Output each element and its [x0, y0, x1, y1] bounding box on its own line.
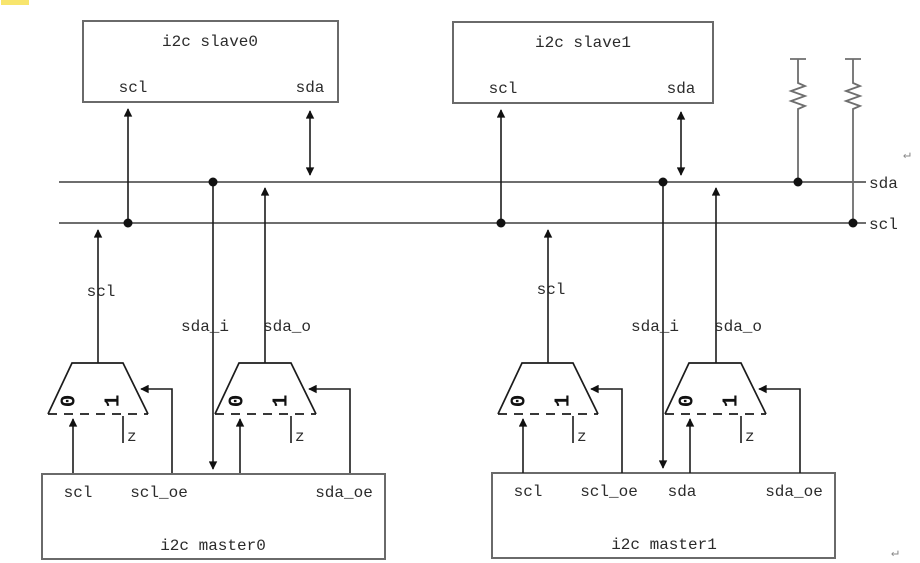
master0-scl-z-label: z — [127, 428, 137, 446]
master1-sda-i-net-label: sda_i — [631, 318, 679, 336]
master0-box — [41, 473, 386, 560]
master1-block: i2c master1 scl scl_oe sda sda_oe 0 1 z … — [491, 177, 836, 559]
junction-dot — [208, 177, 218, 187]
master1-sda-mux-in0-label: 0 — [677, 395, 700, 408]
master0-sda-o-net-label: sda_o — [263, 318, 311, 336]
master0-sda-z-label: z — [295, 428, 305, 446]
slave1-title: i2c slave1 — [535, 34, 631, 52]
slave0-block: i2c slave0 scl sda — [82, 20, 339, 228]
master1-scl-z-label: z — [577, 428, 587, 446]
master0-sda-oe-pin-label: sda_oe — [315, 484, 373, 502]
master0-scl-oe-pin-label: scl_oe — [130, 484, 188, 502]
junction-dot — [658, 177, 668, 187]
master0-scl-net-label: scl — [87, 283, 116, 301]
junction-dot — [793, 177, 803, 187]
master0-title: i2c master0 — [160, 537, 266, 555]
master1-sda-oe-select-wire — [758, 384, 801, 473]
return-mark: ↵ — [903, 147, 911, 162]
scl-bus-label: scl — [869, 216, 898, 234]
junction-dot — [123, 218, 133, 228]
slave0-scl-pin-label: scl — [119, 79, 148, 97]
sda-bus-label: sda — [869, 175, 898, 193]
master1-scl-mux-in0-label: 0 — [509, 395, 532, 408]
master1-scl-oe-select-wire — [590, 384, 623, 473]
highlight-marker — [1, 0, 29, 5]
slave1-block: i2c slave1 scl sda — [452, 21, 714, 228]
slave1-box — [452, 21, 714, 104]
master0-sda-oe-select-wire — [308, 384, 351, 473]
master1-scl-net-label: scl — [537, 281, 566, 299]
master1-scl-mux-in1-label: 1 — [553, 395, 576, 408]
master1-sda-z-label: z — [745, 428, 755, 446]
master1-sda-oe-pin-label: sda_oe — [765, 483, 823, 501]
master0-sda-mux-in1-label: 1 — [271, 395, 294, 408]
master0-scl-mux-in0-label: 0 — [59, 395, 82, 408]
slave0-box — [82, 20, 339, 103]
master1-title: i2c master1 — [611, 536, 717, 554]
junction-dot — [848, 218, 858, 228]
slave0-sda-pin-label: sda — [296, 79, 325, 97]
master1-sda-pin-label: sda — [668, 483, 697, 501]
master1-sda-mux-in1-label: 1 — [721, 395, 744, 408]
master1-box — [491, 472, 836, 559]
master0-block: i2c master0 scl scl_oe sda_oe 0 1 z scl … — [41, 177, 386, 560]
master0-sda-mux-in0-label: 0 — [227, 395, 250, 408]
master0-sda-i-net-label: sda_i — [181, 318, 229, 336]
master1-scl-oe-pin-label: scl_oe — [580, 483, 638, 501]
master1-scl-pin-label: scl — [514, 483, 543, 501]
master0-scl-oe-select-wire — [140, 384, 173, 473]
pullup-resistor-sda — [788, 58, 808, 182]
pullup-resistor-scl — [843, 58, 863, 223]
master1-sda-o-net-label: sda_o — [714, 318, 762, 336]
master0-scl-mux-in1-label: 1 — [103, 395, 126, 408]
junction-dot — [496, 218, 506, 228]
slave0-title: i2c slave0 — [162, 33, 258, 51]
slave1-scl-pin-label: scl — [489, 80, 518, 98]
return-mark: ↵ — [891, 545, 899, 560]
master0-scl-pin-label: scl — [64, 484, 93, 502]
slave1-sda-pin-label: sda — [667, 80, 696, 98]
master1-sda-mux — [664, 362, 767, 415]
